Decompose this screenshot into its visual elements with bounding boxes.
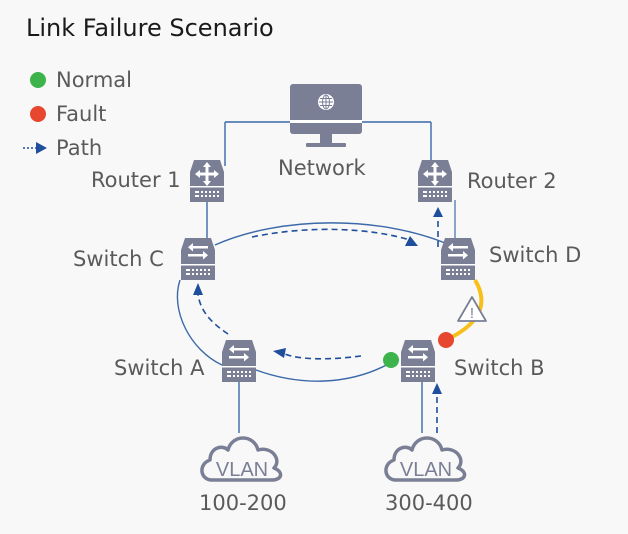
legend-normal-label: Normal	[56, 68, 132, 92]
red-dot-icon	[30, 106, 46, 122]
legend-fault-label: Fault	[56, 102, 107, 126]
router2-label: Router 2	[467, 169, 557, 193]
arrow-head-icon	[432, 383, 442, 394]
globe-icon	[319, 94, 333, 110]
switchb-label: Switch B	[454, 356, 545, 380]
vlan2-range-label: 300-400	[385, 491, 473, 515]
network-router-links	[224, 121, 432, 166]
router1-label: Router 1	[91, 168, 181, 192]
legend-path-label: Path	[56, 136, 103, 160]
legend-fault: Fault	[30, 102, 106, 126]
arrow-head-icon	[193, 283, 203, 295]
arrow-head-icon	[433, 207, 443, 217]
switchc-label: Switch C	[73, 247, 164, 271]
router1-icon[interactable]	[190, 160, 224, 202]
legend-normal: Normal	[30, 68, 132, 92]
switchd-label: Switch D	[489, 243, 582, 267]
router2-icon[interactable]	[418, 160, 452, 202]
fault-port-dot-icon	[438, 332, 454, 348]
normal-port-dot-icon	[383, 352, 399, 368]
warning-icon: !	[457, 296, 487, 322]
switchc-icon[interactable]	[181, 238, 215, 280]
switchd-icon[interactable]	[441, 238, 475, 280]
vlan1-range-label: 100-200	[199, 491, 287, 515]
svg-text:!: !	[470, 305, 474, 322]
switcha-label: Switch A	[114, 356, 205, 380]
legend-path: Path	[23, 136, 103, 160]
switcha-icon[interactable]	[222, 340, 256, 382]
arrow-head-icon	[273, 348, 286, 358]
network-label: Network	[278, 156, 366, 180]
arrow-head-icon	[405, 236, 418, 246]
path-b-to-a	[284, 353, 362, 360]
diagram-title: Link Failure Scenario	[26, 14, 274, 42]
path-c-to-d	[251, 228, 411, 241]
switchb-icon[interactable]	[401, 340, 435, 382]
link-a-b	[255, 361, 393, 382]
dashed-arrow-icon	[23, 142, 47, 154]
network-monitor-icon	[290, 84, 362, 147]
link-c-a	[176, 279, 223, 366]
path-a-to-c	[197, 293, 229, 335]
link-c-d	[214, 222, 451, 246]
vlan2-text: VLAN	[400, 459, 452, 481]
vlan1-text: VLAN	[216, 459, 268, 481]
green-dot-icon	[30, 72, 46, 88]
